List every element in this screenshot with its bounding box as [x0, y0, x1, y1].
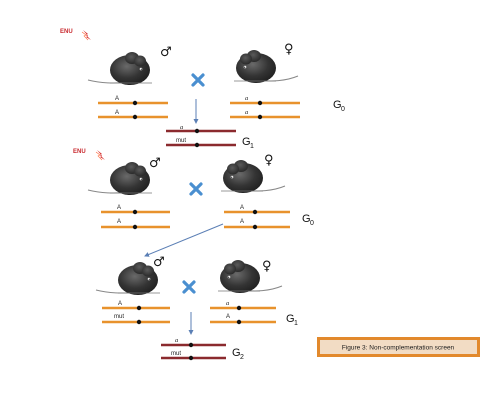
allele-label: A: [115, 110, 119, 116]
generation-label-g2: G 2: [232, 347, 244, 361]
svg-text:G: G: [286, 313, 295, 325]
female-symbol-icon: ♀: [262, 259, 272, 274]
allele-label: a: [180, 124, 183, 131]
male-symbol-icon: ♂: [153, 255, 165, 270]
allele-label: mut: [114, 314, 124, 320]
svg-text:2: 2: [240, 354, 244, 361]
chromosome-pair-male-3: A mut: [102, 301, 170, 325]
allele-label: A: [118, 301, 122, 307]
lightning-icon: [81, 29, 92, 41]
enu-label-2: ENU: [73, 149, 86, 155]
cross-icon-3: [182, 280, 196, 294]
svg-text:1: 1: [250, 143, 254, 150]
mouse-icon-female-3: [217, 259, 283, 294]
chromosome-pair-female-3: a A: [210, 300, 276, 325]
cross-icon-2: [189, 182, 203, 196]
mouse-icon-male-3: [95, 261, 161, 296]
svg-text:G: G: [302, 213, 311, 225]
row-g0-second: ENU ♂ ♀ A A A A G 0: [73, 149, 314, 257]
svg-text:0: 0: [310, 220, 314, 227]
allele-label: a: [245, 109, 248, 116]
generation-label-g1: G 1: [242, 136, 254, 150]
generation-label-g1-second: G 1: [286, 313, 298, 327]
female-symbol-icon: ♀: [264, 153, 274, 168]
male-symbol-icon: ♂: [149, 156, 161, 171]
figure-caption: Figure 3: Non-complementation screen: [317, 337, 480, 357]
chromosome-pair-female-2: A A: [224, 205, 290, 230]
mouse-icon-male-2: [87, 161, 153, 196]
g1-offspring: a mut G 1: [166, 124, 254, 150]
lightning-icon: [95, 149, 106, 161]
svg-text:G: G: [242, 136, 251, 148]
svg-text:1: 1: [294, 320, 298, 327]
allele-label: A: [240, 219, 244, 225]
allele-label: a: [245, 95, 248, 102]
caption-text: Figure 3: Non-complementation screen: [342, 345, 455, 352]
chromosome-pair-male-1: A A: [98, 96, 168, 120]
enu-label-1: ENU: [60, 29, 73, 35]
g2-offspring: a mut G 2: [161, 337, 244, 361]
svg-text:G: G: [232, 347, 241, 359]
allele-label: mut: [171, 351, 181, 357]
female-symbol-icon: ♀: [284, 42, 294, 57]
allele-label: A: [117, 219, 121, 225]
allele-label: a: [175, 337, 178, 344]
allele-label: A: [117, 205, 121, 211]
chromosome-pair-male-2: A A: [101, 205, 170, 230]
svg-text:G: G: [333, 99, 342, 111]
chromosome-pair-female-1: a a: [230, 95, 300, 120]
svg-text:0: 0: [341, 106, 345, 113]
allele-label: A: [240, 205, 244, 211]
allele-label: a: [226, 300, 229, 307]
arrow-diagonal-icon: [144, 223, 224, 257]
row-g0-top: ENU ♂ ♀ A A a a G 0: [60, 29, 345, 124]
row-g1-cross: ♂ ♀ A mut a A G 1: [95, 255, 298, 335]
mouse-icon-male-1: [87, 51, 153, 86]
allele-label: A: [115, 96, 119, 102]
generation-label-g0: G 0: [333, 99, 345, 113]
male-symbol-icon: ♂: [160, 45, 172, 60]
mouse-icon-female-2: [220, 159, 286, 194]
allele-label: A: [226, 314, 230, 320]
generation-label-g0-second: G 0: [302, 213, 314, 227]
allele-label: mut: [176, 138, 186, 144]
cross-icon-1: [191, 73, 205, 87]
